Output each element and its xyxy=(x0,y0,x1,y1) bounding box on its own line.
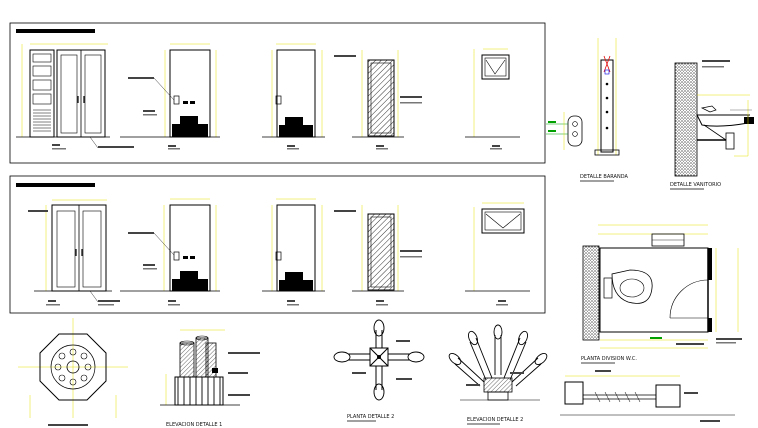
detail-section-bottom-right xyxy=(560,370,735,422)
railing-detail-title: DETALLE BARANDA xyxy=(580,174,628,180)
door-elevation-8 xyxy=(334,205,422,306)
plan-detail-2-title: PLANTA DETALLE 2 xyxy=(347,414,394,420)
door-elevation-4 xyxy=(334,50,422,150)
door-elevation-6 xyxy=(120,198,220,306)
panel-frame xyxy=(9,22,546,164)
detail-column-plan xyxy=(18,318,128,426)
elevation-detail-1-title: ELEVACION DETALLE 1 xyxy=(166,422,222,428)
wc-partition-plan-title: PLANTA DIVISION W.C. xyxy=(581,356,637,362)
panel-frame xyxy=(9,175,546,314)
door-elevation-5 xyxy=(28,199,120,306)
door-elevation-1 xyxy=(16,43,134,150)
door-elevation-7 xyxy=(262,198,325,306)
elevation-panel-middle xyxy=(9,175,546,314)
detail-elevation-2: ELEVACION DETALLE 2 xyxy=(448,324,548,425)
elevation-detail-2-title: ELEVACION DETALLE 2 xyxy=(467,417,523,423)
elevation-panel-top xyxy=(9,22,546,164)
door-elevation-3 xyxy=(262,43,325,150)
detail-railing: DETALLE BARANDA xyxy=(546,38,628,182)
window-elevation-2 xyxy=(465,202,530,306)
window-elevation xyxy=(465,48,520,150)
vanity-detail-title: DETALLE VANITORIO xyxy=(670,182,721,188)
detail-wc-partition-plan: PLANTA DIVISION W.C. xyxy=(581,224,742,364)
door-elevation-2 xyxy=(120,43,220,150)
detail-vanity: DETALLE VANITORIO xyxy=(670,60,754,190)
detail-plan-2: PLANTA DETALLE 2 xyxy=(333,319,425,422)
panel-title-bar xyxy=(16,29,95,33)
panel-title-bar xyxy=(16,183,95,187)
detail-elevation-1: ELEVACION DETALLE 1 xyxy=(160,329,260,428)
